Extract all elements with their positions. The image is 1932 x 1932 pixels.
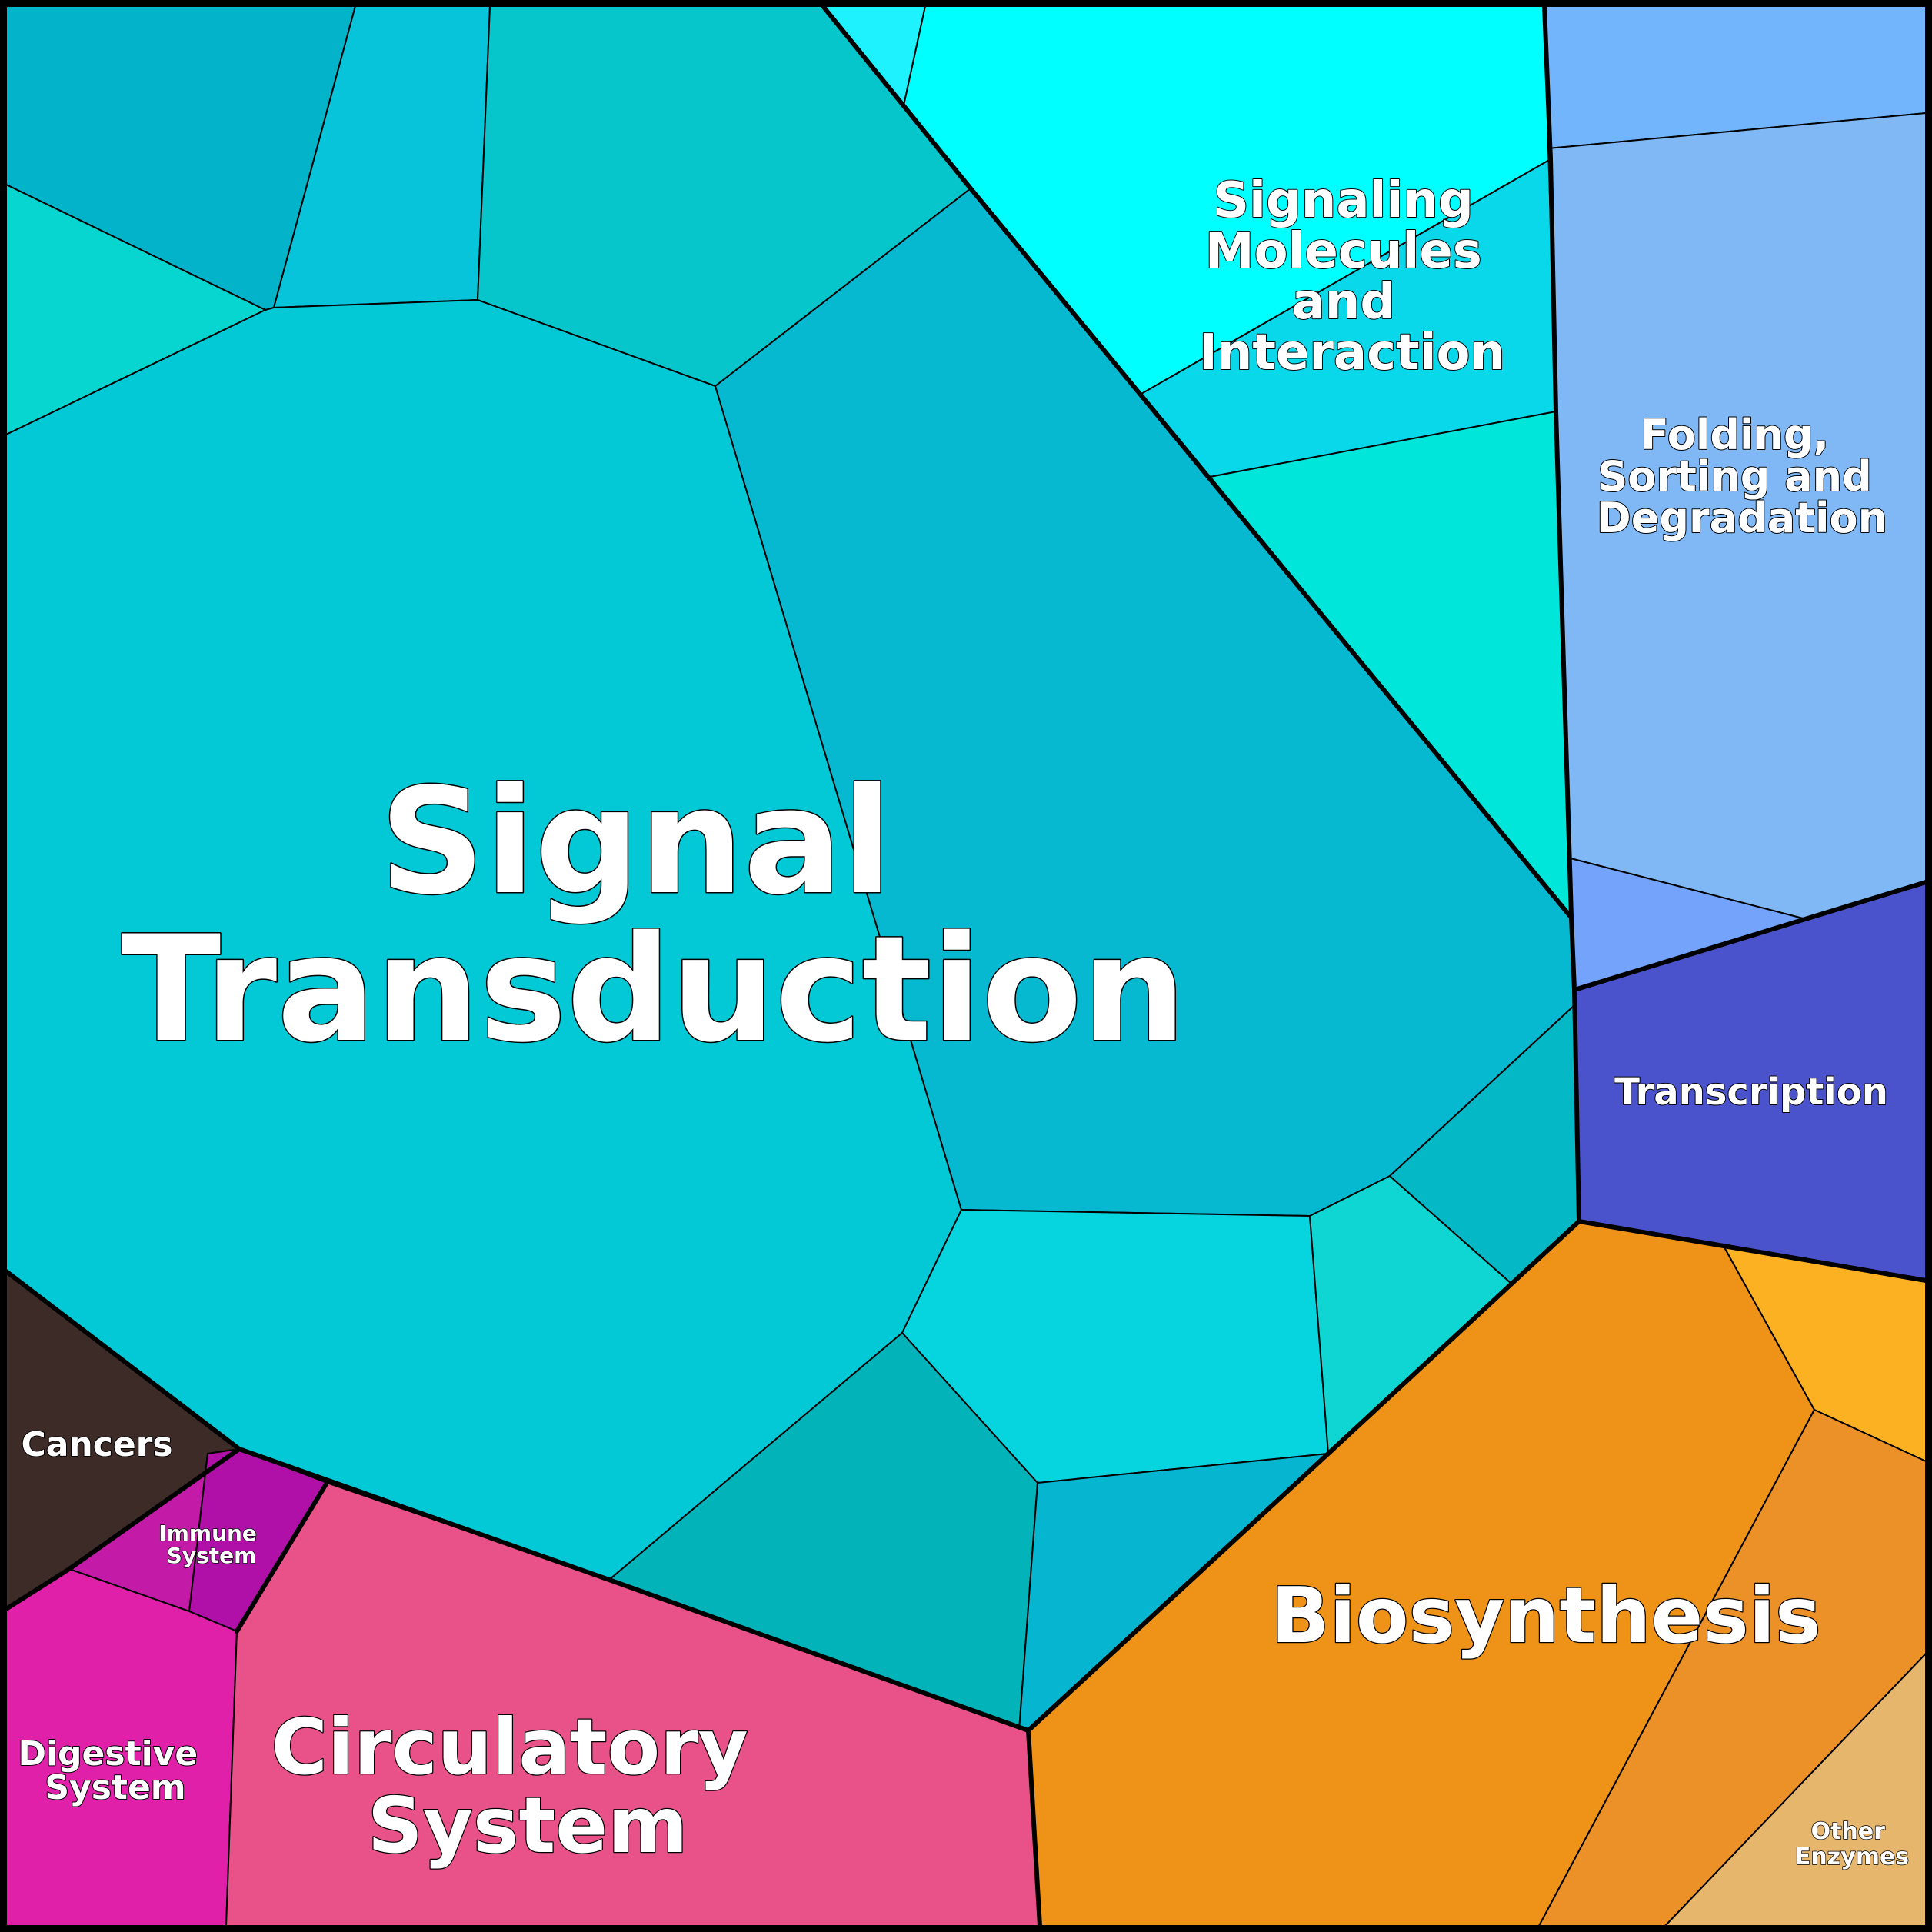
label-transcription-line-1: Transcription (1614, 1071, 1888, 1114)
label-digestive-system-line-2: System (45, 1768, 185, 1807)
label-immune-system-line-1: Immune (158, 1521, 257, 1546)
label-cancers: Cancers (21, 1425, 172, 1464)
label-biosynthesis: Biosynthesis (1271, 1571, 1820, 1661)
label-immune-system: Immune System (158, 1521, 264, 1568)
label-signaling-molecules-line-2: Molecules (1205, 223, 1482, 280)
label-folding-line-3: Degradation (1597, 494, 1887, 542)
boundary-folding-transcription (1572, 880, 1928, 992)
label-circulatory-system: Circulatory System (271, 1702, 774, 1870)
label-circulatory-system-line-1: Circulatory (271, 1702, 748, 1792)
label-other-enzymes-line-1: Other (1811, 1818, 1886, 1845)
label-digestive-system-line-1: Digestive (18, 1734, 198, 1774)
label-signaling-molecules-line-1: Signaling (1214, 172, 1474, 229)
label-signal-transduction-line-2: Transduction (122, 904, 1187, 1074)
label-signal-transduction: Signal Transduction (122, 757, 1187, 1074)
boundary-cancers (4, 1447, 242, 1611)
label-digestive-system: Digestive System (18, 1734, 209, 1807)
boundary-signal-biosynthesis (1026, 1219, 1581, 1928)
cells-layer (5, 5, 1927, 1927)
label-transcription: Transcription (1614, 1071, 1888, 1114)
boundary-transcription-biosynthesis (1577, 1219, 1928, 1283)
label-other-enzymes-line-2: Enzymes (1795, 1844, 1909, 1870)
label-biosynthesis-line-1: Biosynthesis (1271, 1571, 1820, 1661)
boundary-immune-circulatory (235, 1481, 329, 1634)
label-folding-line-2: Sorting and (1597, 452, 1871, 501)
boundary-signaling-left (821, 4, 1574, 920)
boundary-signal-signaling-right (1542, 4, 1581, 1224)
label-signal-transduction-line-1: Signal (380, 757, 893, 927)
label-signaling-molecules: Signaling Molecules and Interaction (1199, 172, 1505, 381)
boundary-signal-bottom (4, 1269, 1031, 1733)
group-boundaries (4, 4, 1928, 1928)
label-circulatory-system-line-2: System (368, 1780, 688, 1870)
label-signaling-molecules-line-3: and (1292, 274, 1396, 331)
labels-layer: Signal Transduction Signaling Molecules … (17, 172, 1909, 1871)
label-cancers-line-1: Cancers (21, 1425, 172, 1464)
label-other-enzymes: Other Enzymes (1795, 1818, 1909, 1870)
label-folding-line-1: Folding, (1641, 411, 1829, 459)
label-signaling-molecules-line-4: Interaction (1199, 325, 1505, 381)
label-immune-system-line-2: System (167, 1543, 257, 1568)
label-folding: Folding, Sorting and Degradation (1597, 411, 1887, 542)
